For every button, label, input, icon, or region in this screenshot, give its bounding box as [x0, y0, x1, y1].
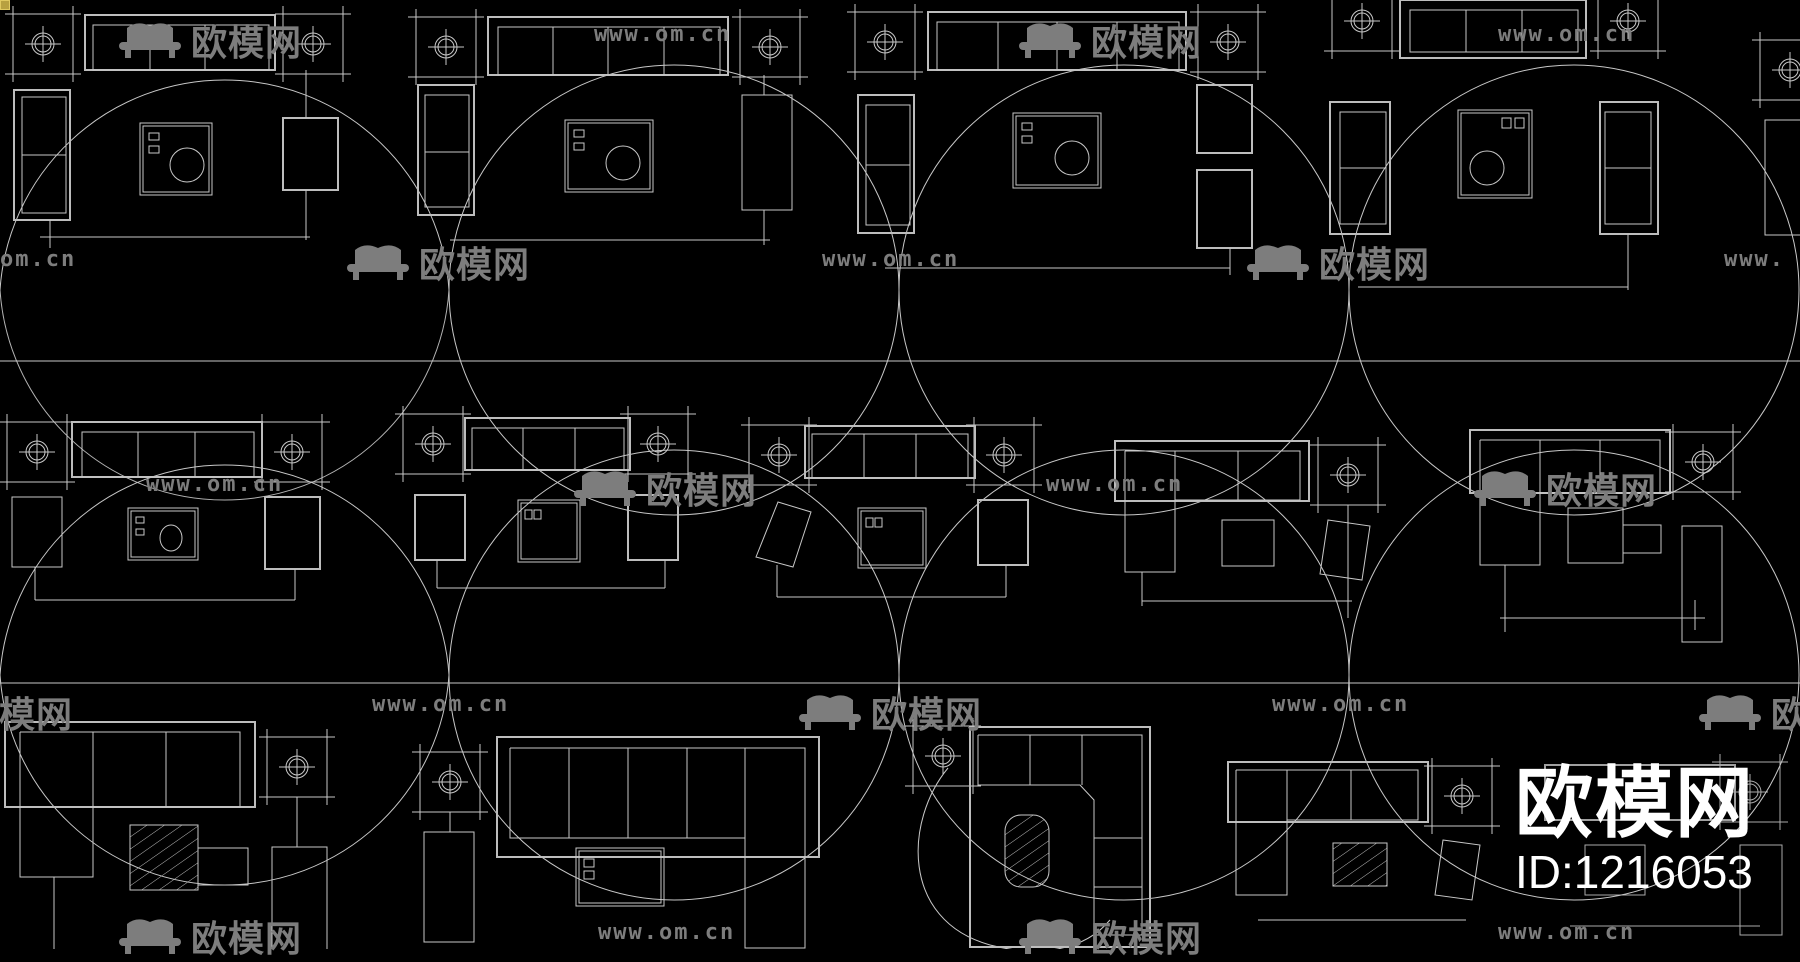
brand-id-label: ID:1216053 — [1515, 846, 1753, 898]
brand-logo-text: 欧模网 — [1515, 759, 1756, 849]
sofa-block-13 — [1227, 757, 1501, 921]
watermark-logo-text: 欧模网 — [191, 23, 303, 64]
sofa-logo-icon — [1474, 471, 1536, 506]
sofa-block-7 — [740, 416, 1043, 598]
sofa-block-11 — [411, 736, 820, 949]
cad-ucs-icon — [0, 0, 10, 10]
watermark-logo: 欧模网 — [1015, 14, 1202, 66]
watermark-url: www.om.cn — [1272, 692, 1410, 717]
watermark-url: om.cn — [0, 247, 77, 272]
watermark-logo: 欧模网 — [0, 686, 73, 738]
sofa-block-1 — [4, 5, 352, 248]
watermark-url: www.om.cn — [1498, 22, 1636, 47]
watermark-logo-text: 欧模网 — [1319, 245, 1431, 286]
watermark-logo-text: 欧模网 — [191, 919, 303, 960]
watermark-logo: 欧模网 — [1470, 462, 1657, 514]
watermark-logo-text: 欧模网 — [871, 695, 983, 736]
sofa-block-4 — [1323, 0, 1800, 290]
watermark-url: www.om.cn — [372, 692, 510, 717]
sofa-block-10 — [4, 721, 336, 962]
sofa-logo-icon — [119, 23, 181, 58]
sofa-logo-icon — [574, 471, 636, 506]
watermark-logo: 欧模网 — [795, 686, 982, 738]
sofa-logo-icon — [1699, 695, 1761, 730]
watermark-logo-text: 欧模网 — [0, 695, 74, 736]
sofa-block-8 — [1114, 436, 1387, 618]
watermark-logo-text: 欧模网 — [1546, 471, 1658, 512]
watermark-logo-text: 欧模网 — [419, 245, 531, 286]
sofa-logo-icon — [1247, 245, 1309, 280]
sofa-block-14 — [1544, 753, 1789, 936]
sofa-block-6 — [394, 405, 697, 589]
sofa-block-2 — [407, 8, 809, 245]
watermark-logo: 欧模网 — [343, 236, 530, 288]
watermark-logo: 欧模网 — [1243, 236, 1430, 288]
watermark-logo-text: 欧模网 — [1091, 23, 1203, 64]
watermark-logo-text: 欧模网 — [1771, 695, 1800, 736]
sofa-block-9 — [1469, 423, 1742, 643]
watermark-url: www.om.cn — [598, 920, 736, 945]
watermark-url: www.om.cn — [1498, 920, 1636, 945]
sofa-logo-icon — [1019, 919, 1081, 954]
watermark-logo-text: 欧模网 — [646, 471, 758, 512]
sofa-logo-icon — [1019, 23, 1081, 58]
watermark-url: www.om.cn — [146, 472, 284, 497]
watermark-logo: 欧模网 — [570, 462, 757, 514]
watermark-logo: 欧模网 — [1695, 686, 1800, 738]
watermark-logo: 欧模网 — [115, 910, 302, 962]
watermark-url: www.om.cn — [1046, 472, 1184, 497]
sofa-block-3 — [846, 3, 1267, 275]
sofa-logo-icon — [799, 695, 861, 730]
sofa-block-5 — [0, 413, 331, 601]
sofa-logo-icon — [347, 245, 409, 280]
watermark-logo: 欧模网 — [115, 14, 302, 66]
watermark-url: www. — [1724, 247, 1785, 272]
watermark-url: www.om.cn — [594, 22, 732, 47]
watermark-logo: 欧模网 — [1015, 910, 1202, 962]
watermark-url: www.om.cn — [822, 247, 960, 272]
sofa-logo-icon — [119, 919, 181, 954]
watermark-logo-text: 欧模网 — [1091, 919, 1203, 960]
brand-overlay: 欧模网 ID:1216053 — [1515, 762, 1755, 898]
